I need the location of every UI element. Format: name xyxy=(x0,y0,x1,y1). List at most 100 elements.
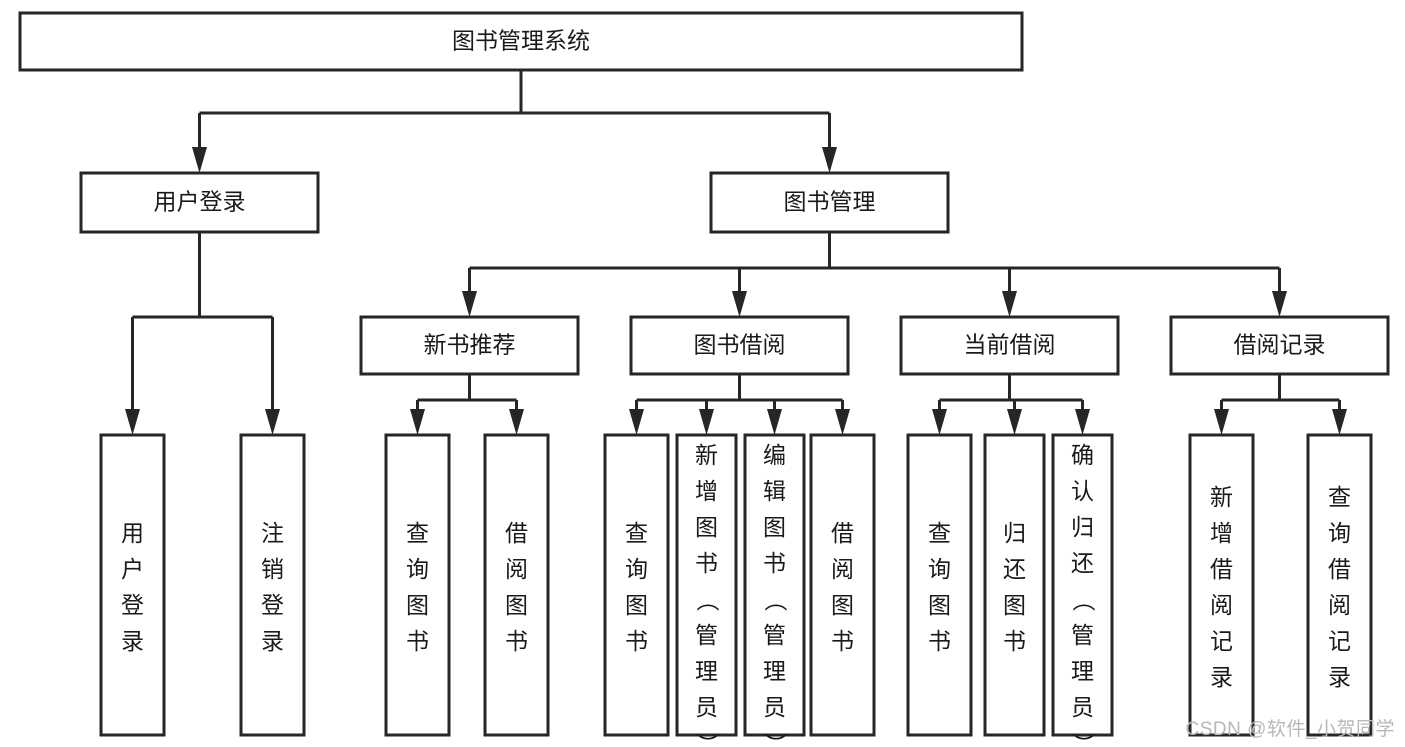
node-label-char: 阅 xyxy=(1328,592,1351,618)
arrow-head-icon xyxy=(822,147,837,173)
node-label-char: 书 xyxy=(1003,628,1026,654)
node-label-char: 增 xyxy=(695,478,718,504)
node-label-char: 员 xyxy=(695,694,718,720)
node-new-book-rec[interactable]: 新书推荐 xyxy=(359,315,580,376)
node-label-char: 图 xyxy=(625,592,648,618)
node-box[interactable] xyxy=(629,315,850,376)
node-box[interactable] xyxy=(384,433,451,737)
node-box[interactable] xyxy=(1306,433,1373,737)
arrow-head-icon xyxy=(629,409,644,435)
node-box[interactable] xyxy=(79,171,320,234)
node-label-char: ） xyxy=(695,733,721,747)
node-box[interactable] xyxy=(906,433,973,737)
node-borrow-record[interactable]: 借阅记录 xyxy=(1169,315,1390,376)
node-box[interactable] xyxy=(1188,433,1255,737)
node-box[interactable] xyxy=(809,433,876,737)
node-leaf-user-login[interactable]: 用户登录 xyxy=(99,433,166,737)
node-box[interactable] xyxy=(709,171,950,234)
node-label-char: 书 xyxy=(928,628,951,654)
node-label-char: 书 xyxy=(763,550,786,576)
node-label-char: 记 xyxy=(1328,628,1351,654)
node-box[interactable] xyxy=(743,433,806,737)
node-box[interactable] xyxy=(899,315,1120,376)
node-user-login[interactable]: 用户登录 xyxy=(79,171,320,234)
node-label-char: 管 xyxy=(763,622,786,648)
node-box[interactable] xyxy=(359,315,580,376)
node-label-char: 确 xyxy=(1071,442,1094,468)
node-label-char: 登 xyxy=(261,592,284,618)
node-box[interactable] xyxy=(239,433,306,737)
node-label-char: 记 xyxy=(1210,628,1233,654)
arrow-head-icon xyxy=(265,409,280,435)
node-label-char: （ xyxy=(695,589,721,612)
arrow-head-icon xyxy=(125,409,140,435)
node-book-manage[interactable]: 图书管理 xyxy=(709,171,950,234)
node-label-char: 阅 xyxy=(1210,592,1233,618)
node-label-char: 理 xyxy=(1071,658,1094,684)
node-box[interactable] xyxy=(1051,433,1114,737)
node-box[interactable] xyxy=(983,433,1046,737)
arrow-head-icon xyxy=(1332,409,1347,435)
node-label-char: 图 xyxy=(763,514,786,540)
node-label-char: 图 xyxy=(928,592,951,618)
arrow-head-icon xyxy=(732,291,747,317)
node-label-char: 阅 xyxy=(831,556,854,582)
node-box[interactable] xyxy=(99,433,166,737)
node-label-char: 图 xyxy=(505,592,528,618)
node-label-char: 图 xyxy=(406,592,429,618)
node-label-char: 借 xyxy=(1328,556,1351,582)
node-label-char: 查 xyxy=(928,520,951,546)
node-label-char: ） xyxy=(763,733,789,747)
node-label-char: 图 xyxy=(695,514,718,540)
arrow-head-icon xyxy=(1214,409,1229,435)
node-label-char: 阅 xyxy=(505,556,528,582)
node-label-char: 书 xyxy=(406,628,429,654)
node-label-char: 图 xyxy=(1003,592,1026,618)
node-label-char: 借 xyxy=(831,520,854,546)
node-label-char: 销 xyxy=(261,556,284,582)
node-current-borrow[interactable]: 当前借阅 xyxy=(899,315,1120,376)
node-label-char: 录 xyxy=(121,628,144,654)
node-box[interactable] xyxy=(603,433,670,737)
node-book-borrow[interactable]: 图书借阅 xyxy=(629,315,850,376)
node-box[interactable] xyxy=(18,11,1024,72)
node-label: 图书管理 xyxy=(784,189,876,215)
arrow-head-icon xyxy=(1272,291,1287,317)
arrow-head-icon xyxy=(410,409,425,435)
node-label-char: 借 xyxy=(505,520,528,546)
node-label-char: ） xyxy=(1071,733,1097,747)
node-label-char: 书 xyxy=(505,628,528,654)
node-label-char: 查 xyxy=(625,520,648,546)
node-label: 当前借阅 xyxy=(964,332,1056,358)
node-label-char: 辑 xyxy=(763,478,786,504)
arrow-head-icon xyxy=(932,409,947,435)
arrow-head-icon xyxy=(1002,291,1017,317)
node-box[interactable] xyxy=(483,433,550,737)
node-box[interactable] xyxy=(1169,315,1390,376)
node-label-char: 理 xyxy=(763,658,786,684)
node-label-char: 询 xyxy=(625,556,648,582)
node-label-char: 询 xyxy=(1328,520,1351,546)
node-label: 用户登录 xyxy=(154,189,246,215)
node-label-char: 查 xyxy=(1328,484,1351,510)
node-label-char: 新 xyxy=(695,442,718,468)
edge-layer xyxy=(125,70,1347,435)
node-label-char: 增 xyxy=(1210,520,1233,546)
arrow-head-icon xyxy=(509,409,524,435)
arrow-head-icon xyxy=(767,409,782,435)
node-box[interactable] xyxy=(675,433,738,737)
node-root[interactable]: 图书管理系统 xyxy=(18,11,1024,72)
